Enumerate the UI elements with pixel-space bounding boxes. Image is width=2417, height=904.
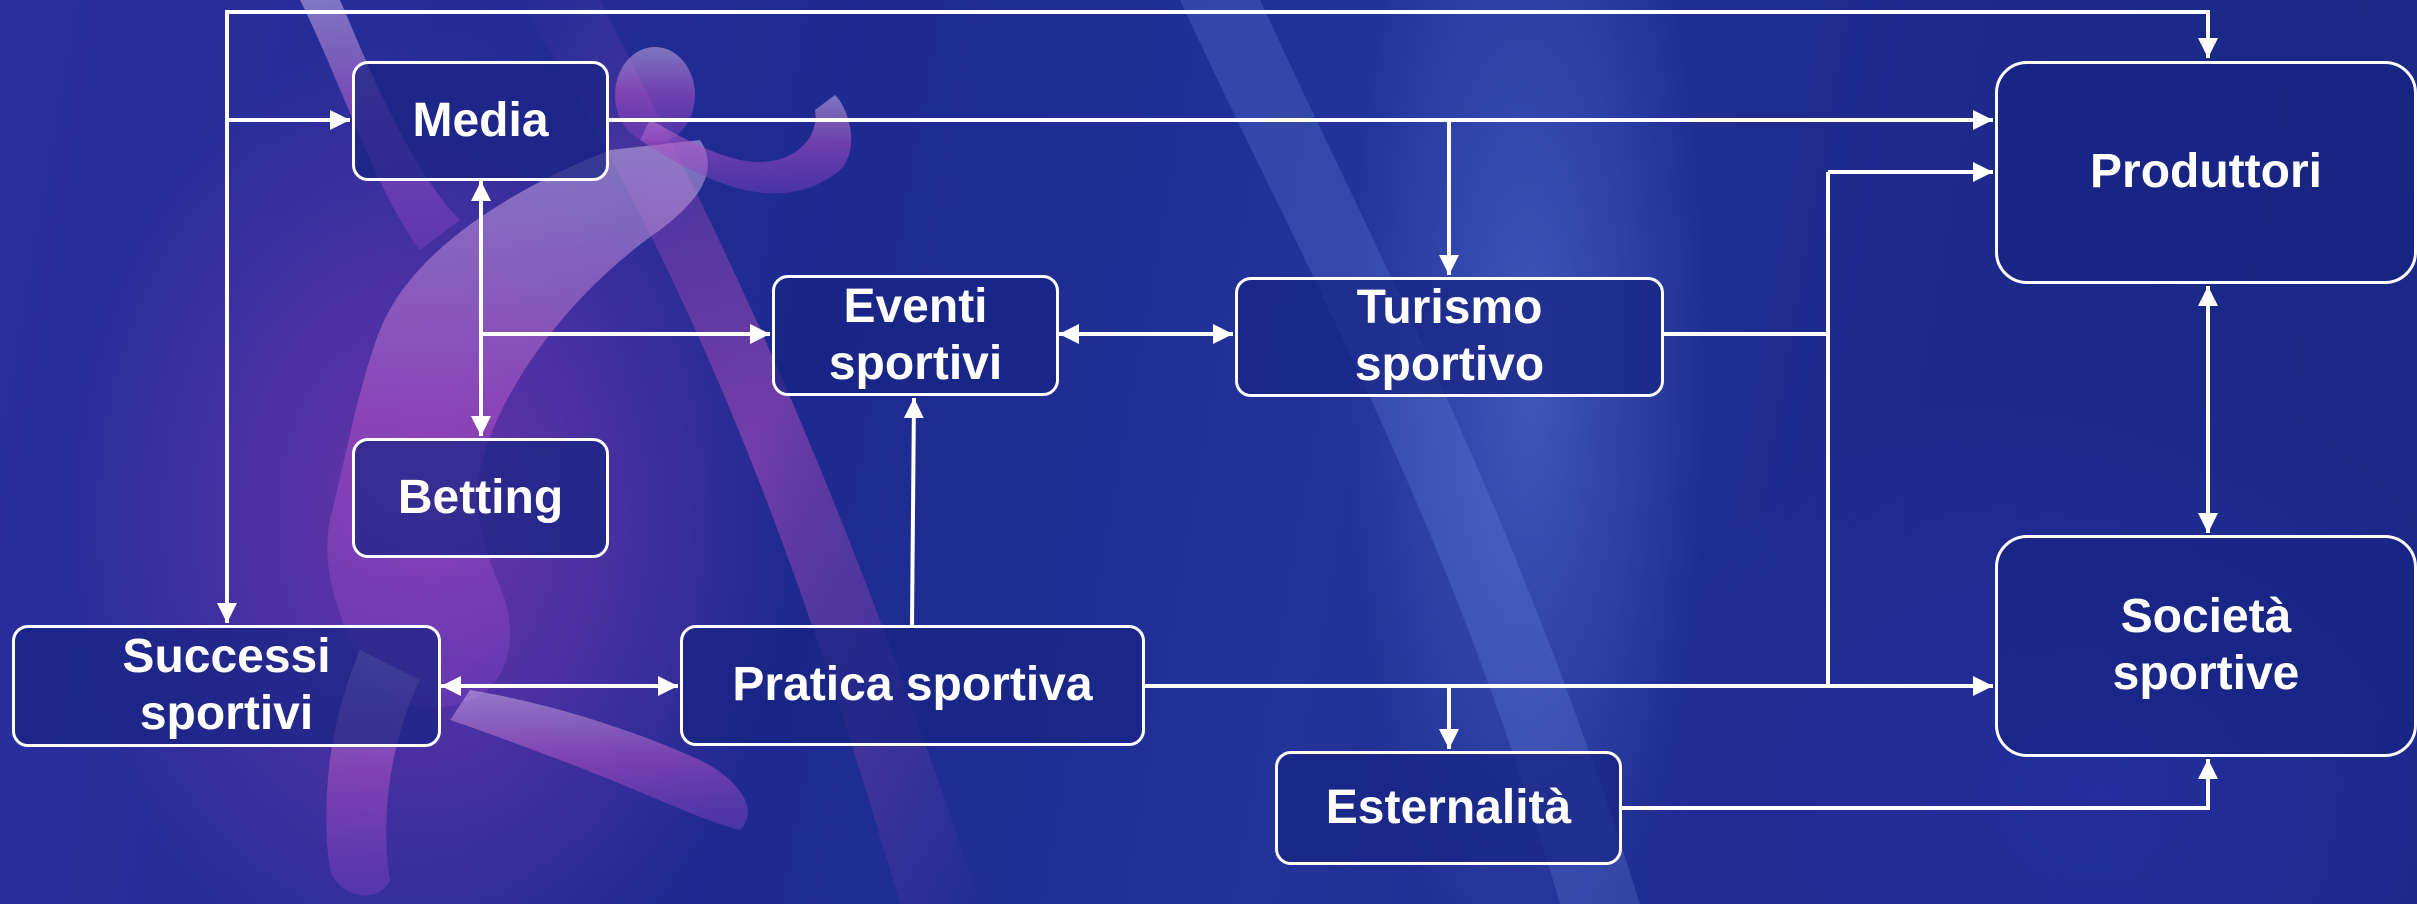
edge-esternalita-to-societa [1622,759,2218,810]
node-esternalita: Esternalità [1275,751,1622,865]
node-pratica-sportiva: Pratica sportiva [680,625,1145,746]
node-produttori: Produttori [1995,61,2417,284]
node-betting: Betting [352,438,609,558]
light-streak [1180,0,1640,904]
node-media: Media [352,61,609,181]
node-eventi-sportivi: Eventi sportivi [772,275,1059,396]
dancer-silhouette [300,0,852,896]
edge-pratica-to-eventi [903,397,924,626]
node-turismo-sportivo: Turismo sportivo [1235,277,1664,397]
node-societa-sportive: Società sportive [1995,535,2417,757]
node-successi-sportivi: Successi sportivi [12,625,441,747]
